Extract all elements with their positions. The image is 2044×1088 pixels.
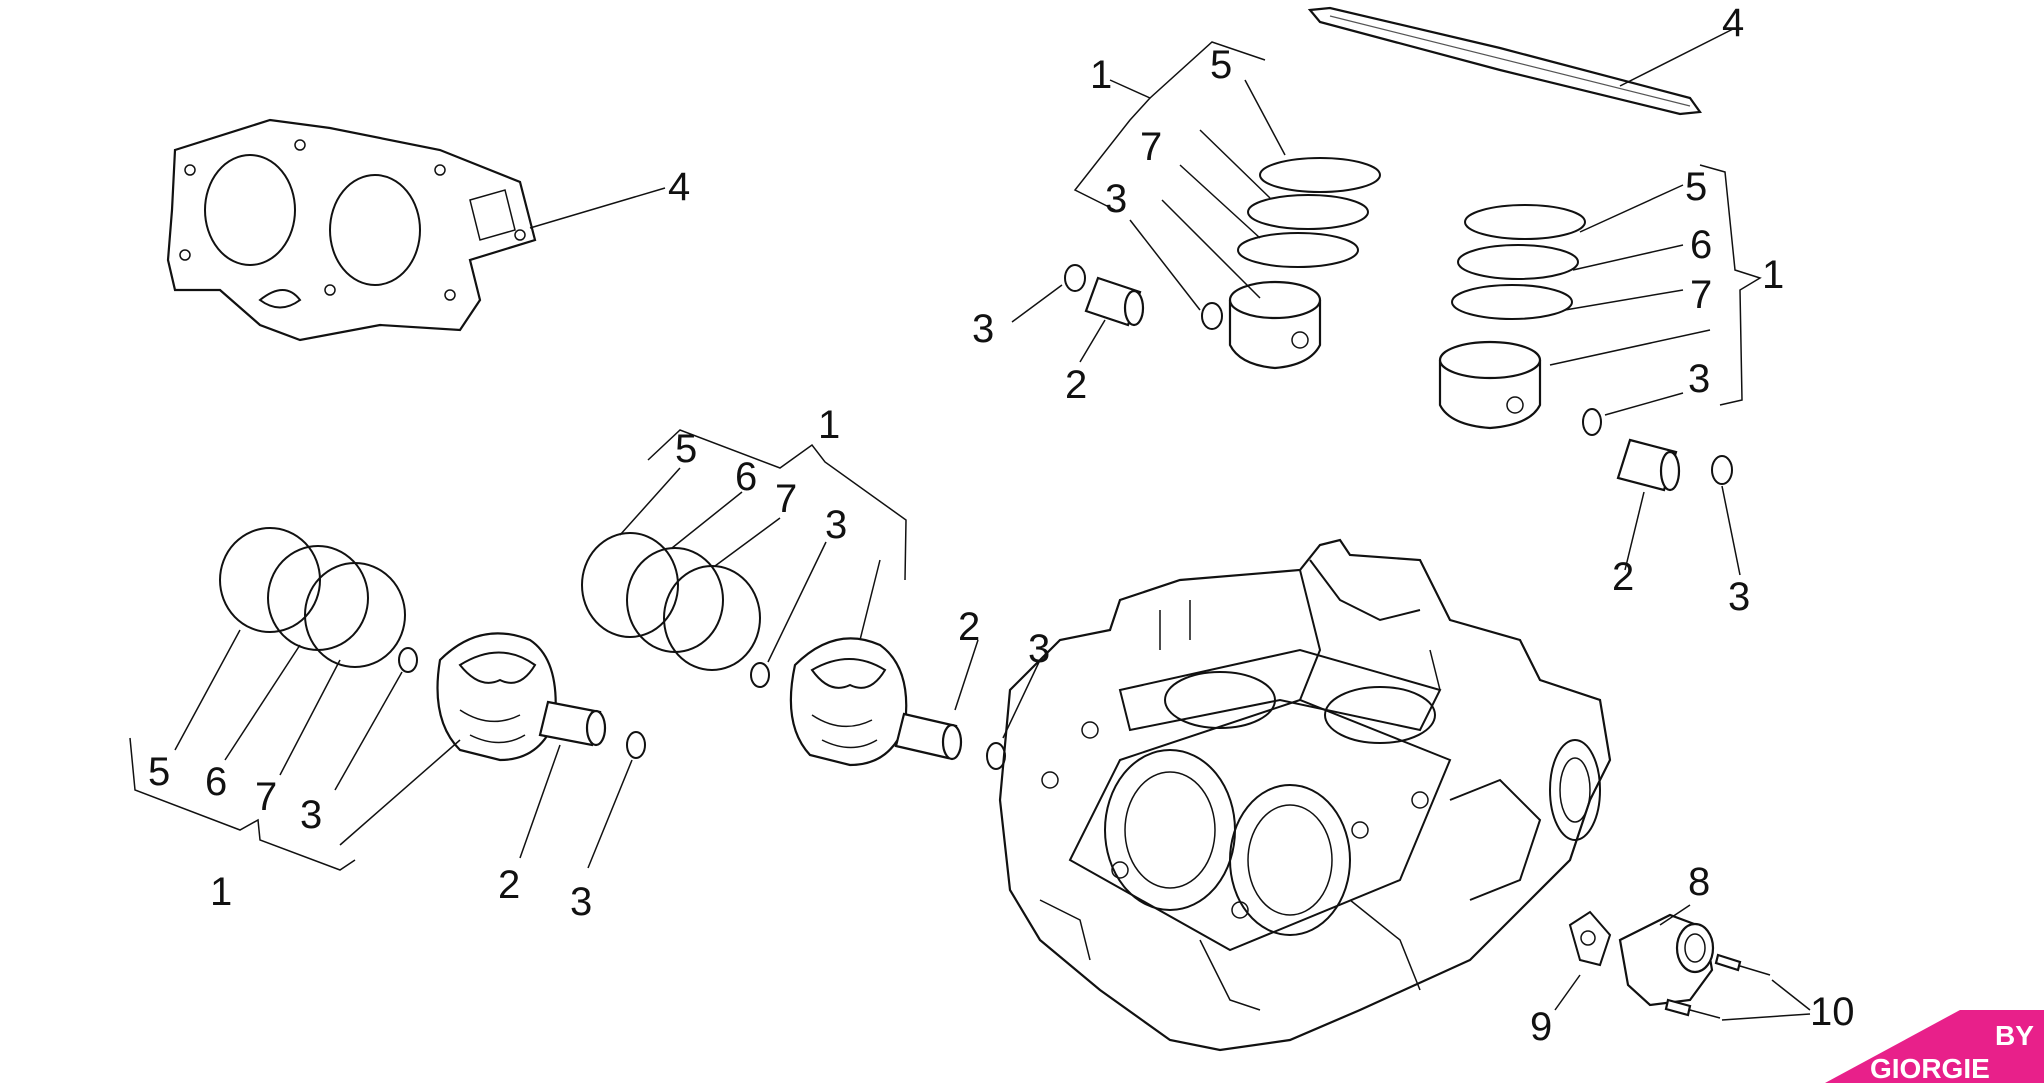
watermark-badge: BY GIORGIE [1825, 1010, 2044, 1084]
callout-6-center: 6 [735, 455, 757, 499]
piston-pin-left [538, 700, 607, 747]
callout-10: 10 [1810, 990, 1855, 1034]
callout-3-right-lower: 3 [1728, 575, 1750, 619]
piston-top [1228, 280, 1322, 370]
callout-4-right: 4 [1722, 1, 1744, 45]
water-outlet-fitting [1618, 913, 1715, 1007]
piston-pin-center [894, 712, 963, 761]
callout-3-top-left: 3 [972, 307, 994, 351]
callout-7-left: 7 [255, 775, 277, 819]
callout-7-center: 7 [775, 477, 797, 521]
callout-5-top: 5 [1210, 43, 1232, 87]
callout-3-right-upper: 3 [1688, 357, 1710, 401]
callout-6-left: 6 [205, 760, 227, 804]
callout-8: 8 [1688, 860, 1710, 904]
piston-assembly-left [219, 527, 646, 762]
piston-pin-right [1616, 438, 1681, 492]
head-gasket-right [1307, 6, 1702, 116]
callout-5-center: 5 [675, 427, 697, 471]
callout-3-left-inner: 3 [300, 793, 322, 837]
callout-5-right: 5 [1685, 165, 1707, 209]
watermark-line-2: GIORGIE [1870, 1053, 1990, 1083]
leader-lines [129, 27, 1811, 1021]
piston-assembly-center [581, 532, 1006, 770]
callout-3-center-upper: 3 [825, 503, 847, 547]
callout-6-right: 6 [1690, 223, 1712, 267]
piston-assembly-right [1438, 204, 1733, 492]
callout-7-top: 7 [1140, 125, 1162, 169]
callout-4-left: 4 [668, 165, 690, 209]
callout-2-center: 2 [958, 605, 980, 649]
callout-3-left-outer: 3 [570, 880, 592, 924]
callout-1-top: 1 [1090, 53, 1112, 97]
callout-2-top: 2 [1065, 363, 1087, 407]
piston-right [1438, 340, 1542, 430]
piston-center [789, 637, 908, 767]
callout-5-left: 5 [148, 750, 170, 794]
piston-left [436, 632, 557, 762]
crankcase-block [998, 538, 1612, 1052]
callout-2-right: 2 [1612, 555, 1634, 599]
callout-1-center: 1 [818, 403, 840, 447]
outlet-screws [1664, 953, 1771, 1019]
piston-pin-top [1084, 276, 1145, 327]
head-gasket-left [166, 118, 537, 342]
callout-9: 9 [1530, 1005, 1552, 1049]
callout-1-right: 1 [1762, 253, 1784, 297]
piston-ring-top [1259, 157, 1381, 193]
callout-1-left: 1 [210, 870, 232, 914]
callout-3-center-lower: 3 [1028, 627, 1050, 671]
callout-numbers: 1 1 1 1 2 2 2 2 3 3 3 3 3 3 3 3 4 4 5 5 … [148, 1, 1855, 1049]
callout-7-right: 7 [1690, 273, 1712, 317]
outlet-gasket [1568, 910, 1612, 967]
callout-2-left: 2 [498, 863, 520, 907]
watermark-line-1: BY [1995, 1020, 2034, 1051]
callout-3-top-mid: 3 [1105, 177, 1127, 221]
